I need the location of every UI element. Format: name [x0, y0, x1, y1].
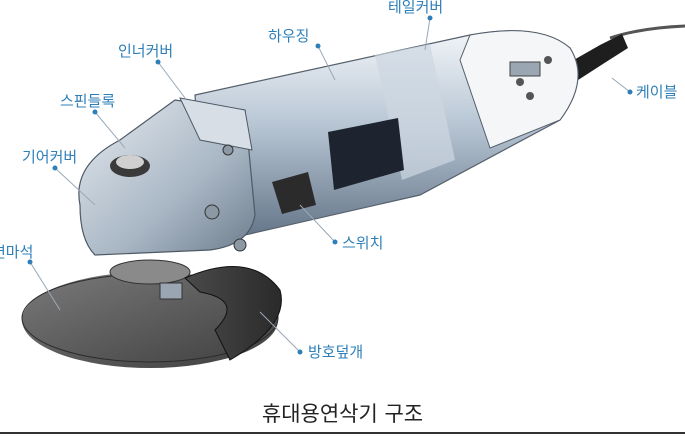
cable: [565, 24, 685, 82]
label-tail-cover: 테일커버: [388, 0, 444, 16]
bottom-rule: [0, 432, 685, 434]
gear-head: [78, 97, 256, 256]
label-grinding-stone: 연마석: [0, 243, 34, 261]
tail-cover-screws: [509, 56, 552, 100]
label-housing: 하우징: [268, 27, 310, 45]
leader-lines: [29, 17, 631, 353]
guard: [159, 266, 282, 361]
leader-dots: [27, 15, 633, 355]
label-inner-cover: 인너커버: [118, 42, 174, 60]
switch: [272, 172, 316, 214]
label-switch: 스위치: [342, 234, 384, 252]
label-guard: 방호덮개: [308, 343, 364, 361]
label-cable: 케이블: [636, 83, 678, 101]
vent-window: [328, 118, 404, 190]
spindle-lock-button: [110, 155, 150, 177]
label-gear-cover: 기어커버: [22, 148, 78, 166]
label-spindle-lock: 스핀들록: [60, 92, 116, 110]
diagram-caption: 휴대용연삭기 구조: [261, 402, 424, 426]
